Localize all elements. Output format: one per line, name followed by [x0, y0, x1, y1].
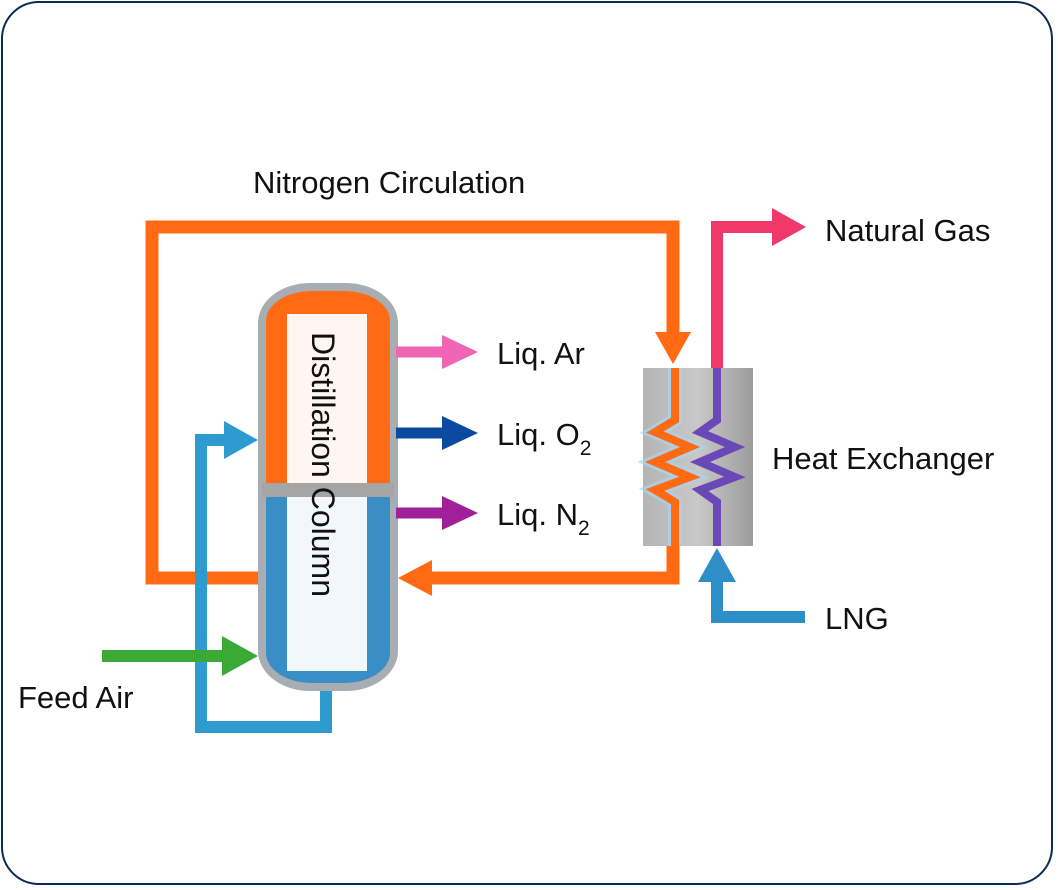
column-divider — [262, 483, 394, 497]
lng-coil — [689, 368, 746, 546]
nitrogen-circulation-loop — [145, 220, 691, 596]
column-label-box-top — [287, 314, 367, 483]
heat-exchanger — [637, 368, 753, 546]
liq-ar-arrow — [396, 335, 478, 369]
nitrogen-circulation-label: Nitrogen Circulation — [253, 165, 525, 200]
heat-exchanger-label: Heat Exchanger — [772, 441, 994, 476]
liq-n2-arrow — [396, 496, 478, 530]
nitrogen-return-arrowhead — [398, 560, 432, 596]
column-label-box-bottom — [287, 497, 367, 671]
air-recycle-loop — [195, 421, 332, 733]
liq-o2-label: Liq. O2 — [497, 417, 591, 460]
distillation-column: Distillation Column — [258, 283, 398, 691]
liq-n2-label: Liq. N2 — [497, 497, 590, 540]
feed-air-label: Feed Air — [18, 680, 133, 715]
natural-gas-outlet — [711, 208, 806, 368]
air-recycle-pipe — [195, 434, 332, 733]
distillation-column-label: Distillation Column — [305, 332, 341, 597]
liq-o2-arrow — [396, 416, 478, 450]
nitrogen-coil — [644, 368, 701, 546]
nitrogen-down-arrowhead — [655, 332, 691, 364]
air-recycle-arrowhead — [224, 421, 258, 459]
nitrogen-top-pipe — [145, 220, 680, 585]
nitrogen-return-pipe — [430, 540, 680, 585]
lng-label: LNG — [825, 601, 889, 636]
feed-air-arrow — [102, 636, 258, 676]
natural-gas-label: Natural Gas — [825, 213, 990, 248]
liq-ar-label: Liq. Ar — [497, 336, 585, 371]
lng-inlet — [698, 548, 805, 623]
